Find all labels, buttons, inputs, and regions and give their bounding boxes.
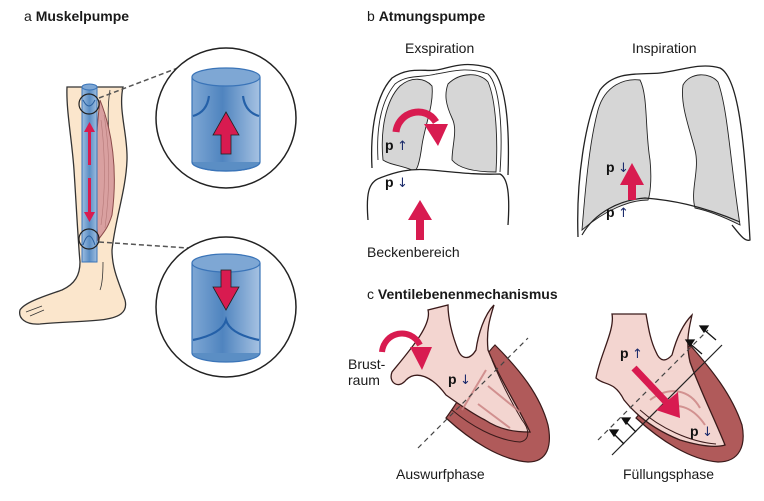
- upper-valve-marker: [78, 93, 100, 115]
- inspiration-p-lower: p: [606, 204, 615, 220]
- valve-shift-arrows: [608, 325, 717, 445]
- atrium-ejection: [390, 304, 532, 433]
- filling-arrow: [631, 365, 680, 418]
- leg-illustration: [19, 65, 189, 325]
- valve-plane-ejection: [417, 337, 529, 449]
- panel-c-title: c Ventilebenenmechanismus: [367, 286, 558, 302]
- ankle-contour: [99, 261, 104, 291]
- lower-valve-marker: [78, 228, 100, 250]
- expiration-thorax: [366, 63, 510, 240]
- filling-p-upper-arrow: ↑: [632, 347, 643, 362]
- heart-filling: [595, 313, 744, 463]
- inspiration-p-upper-arrow: ↓: [618, 161, 629, 176]
- heart-ejection: [379, 304, 550, 463]
- leg-arrow-down: [84, 178, 95, 222]
- inspiration-label: Inspiration: [632, 40, 697, 56]
- valve-plane-filling-dashed: [597, 329, 709, 441]
- expiration-p-lower: p: [385, 174, 394, 190]
- ejection-curved-arrow: [379, 330, 432, 370]
- expiration-p-lower-arrow: ↓: [397, 176, 408, 191]
- inspiration-p-upper: p: [606, 159, 615, 175]
- filling-phase-label: Füllungsphase: [623, 466, 715, 482]
- upper-valve-zoom: [155, 47, 297, 189]
- panel-b-title: b Atmungspumpe: [367, 8, 486, 24]
- pelvic-arrow-up: [408, 200, 432, 240]
- lower-valve-zoom: [155, 236, 297, 378]
- expiration-p-upper-arrow: ↑: [397, 139, 408, 154]
- diaphragm-inspiration: [581, 197, 741, 236]
- valve-arrow-up: [212, 111, 240, 155]
- chest-cavity-label-2: raum: [348, 372, 380, 388]
- expiration-label: Exspiration: [405, 40, 475, 56]
- ejection-p-arrow: ↓: [460, 373, 471, 388]
- inspiration-p-lower-arrow: ↑: [618, 206, 629, 221]
- expiration-p-upper: p: [385, 137, 394, 153]
- filling-p-lower-arrow: ↓: [702, 425, 713, 440]
- filling-p-lower: p: [690, 423, 699, 439]
- upper-zoom-connector: [98, 65, 184, 99]
- ejection-phase-label: Auswurfphase: [396, 466, 485, 482]
- lung-right-inspiration: [682, 74, 741, 226]
- inspiration-arrow-up: [620, 163, 644, 200]
- toe-lines: [25, 305, 45, 317]
- diaphragm-expiration: [366, 168, 510, 226]
- atrium-filling: [595, 313, 726, 447]
- expiration-curved-arrow: [392, 108, 448, 146]
- panel-a-title: a Muskelpumpe: [24, 8, 130, 24]
- lower-zoom-connector: [98, 241, 189, 249]
- inspiration-thorax: [577, 65, 751, 241]
- lung-right-expiration: [445, 74, 498, 173]
- pelvic-region-label: Beckenbereich: [367, 244, 460, 260]
- leg-arrow-up: [84, 122, 95, 165]
- chest-cavity-label-1: Brust-: [348, 356, 386, 372]
- valve-arrow-down: [212, 269, 240, 311]
- ejection-p: p: [448, 371, 457, 387]
- filling-p-upper: p: [620, 345, 629, 361]
